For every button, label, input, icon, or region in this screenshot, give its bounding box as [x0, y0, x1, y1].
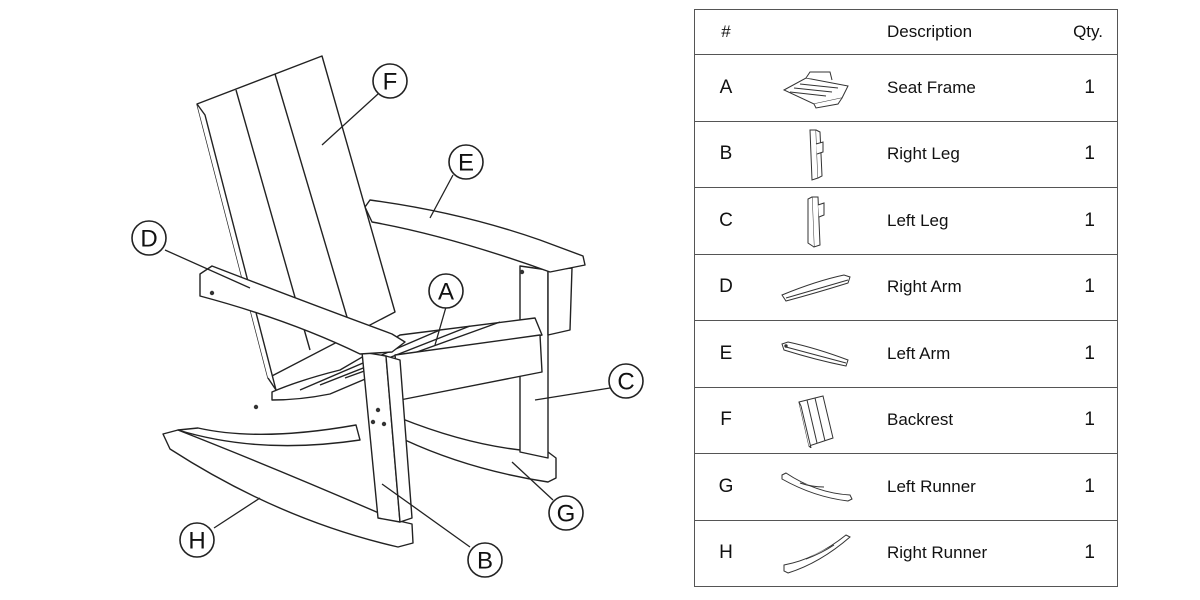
- part-description: Seat Frame: [875, 54, 1035, 122]
- callout-circle-h: [179, 522, 215, 558]
- part-description: Backrest: [875, 386, 1035, 454]
- leader-line-d: [164, 249, 251, 289]
- header-qty: Qty.: [1035, 9, 1118, 55]
- part-description: Left Runner: [875, 453, 1035, 521]
- leader-line-h: [213, 497, 261, 529]
- table-header-row: # Description Qty.: [694, 9, 1118, 55]
- screw-dot: [381, 421, 387, 427]
- part-qty: 1: [1035, 253, 1118, 321]
- part-id: F: [694, 386, 757, 454]
- leader-line-a: [434, 306, 447, 346]
- leader-line-f: [321, 93, 379, 146]
- header-image: [757, 9, 875, 55]
- table-row: B Right Leg 1: [694, 120, 1118, 188]
- part-description: Right Runner: [875, 519, 1035, 587]
- table-row: E Left Arm 1: [694, 320, 1118, 388]
- seat-frame-icon: [782, 71, 849, 109]
- part-description: Left Arm: [875, 320, 1035, 388]
- leader-line-b: [381, 483, 471, 548]
- callout-label-h: H: [188, 528, 205, 555]
- callout-circle-a: [428, 273, 464, 309]
- part-id: C: [694, 187, 757, 255]
- backrest-slat-line: [274, 73, 353, 335]
- callout-circle-g: [548, 495, 584, 531]
- table-row: C Left Leg 1: [694, 187, 1118, 255]
- screw-dot: [370, 419, 376, 425]
- part-qty: 1: [1035, 54, 1118, 122]
- callout-circle-c: [608, 363, 644, 399]
- parts-list-table: # Description Qty. A Seat Frame 1: [694, 9, 1118, 587]
- part-id: E: [694, 320, 757, 388]
- left-arm-icon: [781, 341, 849, 367]
- part-id: G: [694, 453, 757, 521]
- chair-diagram: F E D A C G H B: [131, 55, 644, 578]
- part-qty: 1: [1035, 386, 1118, 454]
- leader-line-c: [534, 387, 611, 401]
- callout-circle-d: [131, 220, 167, 256]
- callout-circle-b: [467, 542, 503, 578]
- part-id: D: [694, 253, 757, 321]
- part-description: Right Arm: [875, 253, 1035, 321]
- callout-label-f: F: [383, 69, 398, 96]
- backrest-icon: [798, 395, 834, 449]
- part-qty: 1: [1035, 453, 1118, 521]
- part-description: Right Leg: [875, 120, 1035, 188]
- callout-label-d: D: [140, 226, 157, 253]
- header-number: #: [694, 9, 757, 55]
- callout-label-c: C: [617, 369, 634, 396]
- leader-line-g: [511, 461, 554, 501]
- callout-circle-e: [448, 144, 484, 180]
- chair-illustration: F E D A C G H B: [131, 55, 644, 578]
- part-qty: 1: [1035, 120, 1118, 188]
- leader-line-e: [429, 174, 454, 219]
- table-row: G Left Runner 1: [694, 453, 1118, 521]
- screw-dot: [375, 407, 381, 413]
- callout-label-e: E: [458, 150, 474, 177]
- right-runner-icon: [783, 534, 851, 574]
- part-id: A: [694, 54, 757, 122]
- table-row: D Right Arm 1: [694, 253, 1118, 321]
- table-row: A Seat Frame 1: [694, 54, 1118, 122]
- table-row: H Right Runner 1: [694, 519, 1118, 587]
- part-qty: 1: [1035, 320, 1118, 388]
- right-arm-shape: [199, 265, 406, 355]
- right-arm-icon: [781, 274, 851, 302]
- screw-dot: [519, 269, 525, 275]
- right-runner-inner: [177, 424, 361, 447]
- callout-label-a: A: [438, 279, 454, 306]
- left-arm-shape: [364, 199, 586, 273]
- right-runner-shape: [162, 429, 414, 548]
- callout-circle-f: [372, 63, 408, 99]
- screw-dot: [209, 290, 215, 296]
- header-description: Description: [875, 9, 1035, 55]
- table-row: F Backrest 1: [694, 386, 1118, 454]
- part-id: H: [694, 519, 757, 587]
- left-runner-icon: [781, 472, 853, 502]
- part-id: B: [694, 120, 757, 188]
- screw-dot: [253, 404, 259, 410]
- part-qty: 1: [1035, 519, 1118, 587]
- part-qty: 1: [1035, 187, 1118, 255]
- right-leg-side: [385, 355, 413, 523]
- right-leg-icon: [809, 129, 824, 181]
- left-leg-icon: [807, 196, 825, 248]
- left-leg-side: [547, 267, 573, 336]
- callout-label-b: B: [477, 548, 493, 575]
- callout-label-g: G: [557, 501, 576, 528]
- backrest-edge: [196, 103, 277, 391]
- part-description: Left Leg: [875, 187, 1035, 255]
